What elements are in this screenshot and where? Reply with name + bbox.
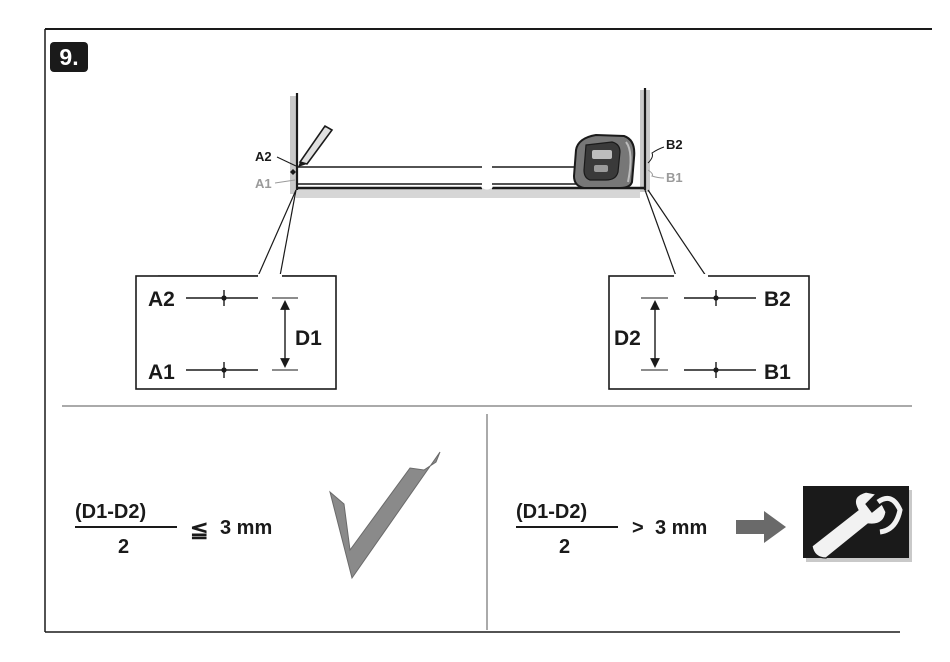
laser-beam (297, 167, 578, 184)
leader-b2-wall (648, 147, 664, 163)
ok-operator: ≦ (190, 517, 208, 542)
label-a1-wall: A1 (255, 176, 272, 191)
laser-device-icon (574, 135, 634, 188)
condition-ok-panel: (D1-D2) 2 ≦ 3 mm (75, 452, 440, 578)
label-a2-wall: A2 (255, 149, 272, 164)
leader-b1-wall (648, 170, 664, 178)
distance-label-d1: D1 (295, 327, 322, 350)
label-b2-wall: B2 (666, 137, 683, 152)
checkmark-icon (330, 452, 440, 578)
floor-break (482, 186, 492, 188)
detail-label-a1: A1 (148, 361, 175, 384)
ok-denominator: 2 (118, 536, 129, 558)
detail-label-b1: B1 (764, 361, 791, 384)
detail-box-left: A2 A1 D1 (136, 274, 336, 389)
condition-fail-panel: (D1-D2) 2 > 3 mm (516, 486, 912, 562)
detail-label-a2: A2 (148, 288, 175, 311)
ok-value: 3 mm (220, 517, 272, 539)
arrow-right-icon (736, 511, 786, 543)
pencil-icon (298, 126, 332, 167)
label-b1-wall: B1 (666, 170, 683, 185)
ok-numerator: (D1-D2) (75, 501, 146, 523)
floor-shadow (296, 188, 640, 198)
fail-numerator: (D1-D2) (516, 501, 587, 523)
fail-denominator: 2 (559, 536, 570, 558)
zoom-callout-lines (158, 190, 706, 276)
detail-box-right: D2 B2 B1 (609, 274, 809, 389)
fail-operator: > (632, 517, 644, 539)
detail-label-b2: B2 (764, 288, 791, 311)
wrench-icon (803, 486, 912, 562)
fail-value: 3 mm (655, 517, 707, 539)
distance-label-d2: D2 (614, 327, 641, 350)
